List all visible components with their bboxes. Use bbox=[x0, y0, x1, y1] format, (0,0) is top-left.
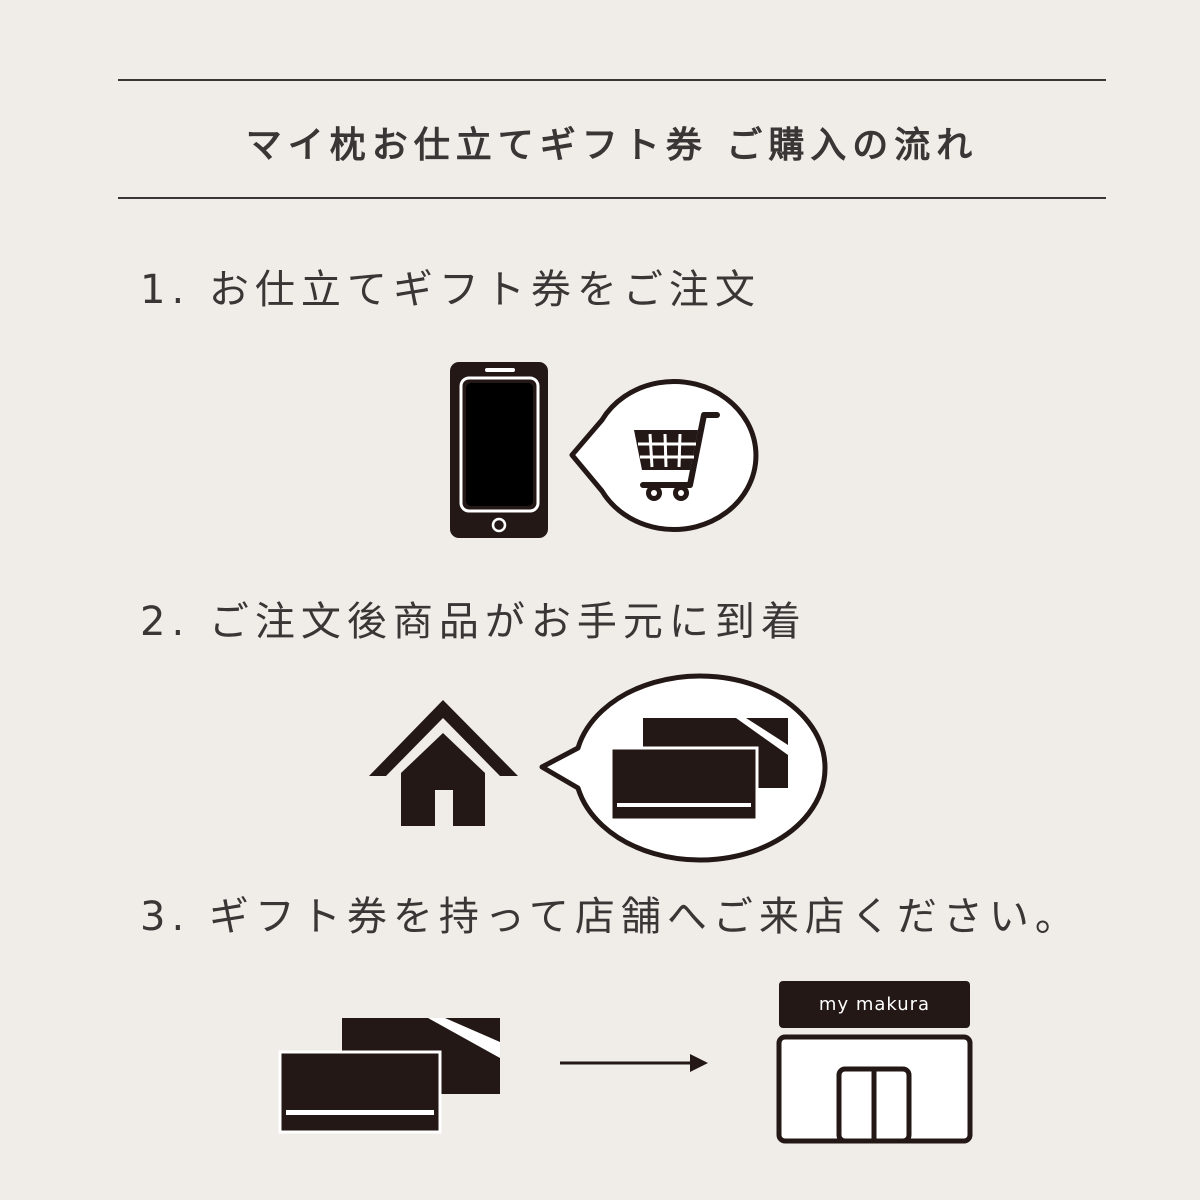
bottom-divider bbox=[118, 197, 1106, 199]
step-3-label: 3. ギフト券を持って店舗へご来店ください。 bbox=[140, 894, 1081, 940]
store-sign-text: my makura bbox=[818, 994, 931, 1015]
gift-ticket-bubble bbox=[539, 673, 828, 863]
store-icon bbox=[776, 981, 973, 1144]
gift-ticket-icon bbox=[278, 1018, 500, 1134]
top-divider bbox=[118, 79, 1106, 81]
house-icon bbox=[369, 700, 518, 826]
arrow-right-icon bbox=[560, 1054, 708, 1072]
page-title: マイ枕お仕立てギフト券 ご購入の流れ bbox=[245, 125, 979, 166]
shopping-cart-bubble bbox=[569, 379, 759, 532]
step-1-label: 1. お仕立てギフト券をご注文 bbox=[140, 267, 761, 313]
gift-ticket-icon bbox=[609, 718, 788, 822]
shopping-cart-icon bbox=[634, 412, 720, 501]
step-2-label: 2. ご注文後商品がお手元に到着 bbox=[140, 599, 807, 645]
smartphone-icon bbox=[450, 362, 548, 538]
